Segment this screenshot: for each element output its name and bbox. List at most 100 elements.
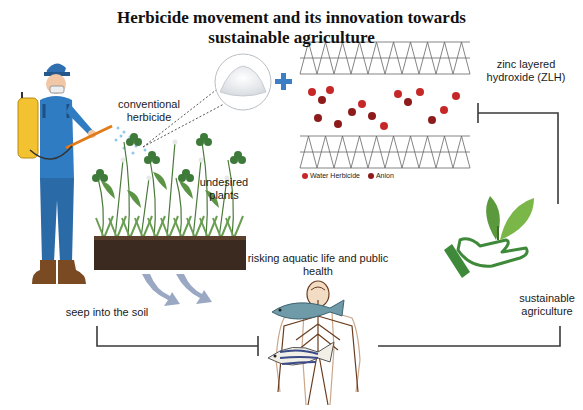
farmer-figure [21, 92, 23, 98]
zlh-structure [385, 42, 402, 74]
zebrafish [280, 350, 318, 364]
weed-plants [141, 178, 149, 238]
zlh-structure [453, 136, 470, 168]
inhibition-lines [378, 326, 560, 346]
herbicide-anions [348, 108, 356, 116]
spray-droplets [115, 139, 118, 142]
fish [272, 300, 344, 319]
weed-plants [200, 133, 208, 141]
weed-plants [96, 169, 104, 177]
farmer-figure [40, 178, 74, 262]
legend-item: Anion [368, 172, 394, 180]
zlh-structure [402, 136, 419, 168]
weed-plants [121, 158, 126, 163]
weed-plants [179, 181, 193, 199]
sustainable-hand [444, 244, 470, 278]
zebrafish [274, 355, 277, 358]
farmer-figure [58, 260, 86, 284]
zlh-structure [436, 42, 453, 74]
zlh-structure [300, 58, 470, 59]
herbicide-anions [308, 86, 460, 130]
caption-label: seep into the soil [52, 306, 162, 319]
zlh-structure [419, 42, 436, 74]
herbicide-powder [220, 66, 266, 96]
herbicide-anions [318, 96, 326, 104]
soil-block [94, 236, 246, 240]
zlh-structure [300, 136, 317, 168]
herbicide-anions [358, 100, 366, 108]
legend-swatch [368, 173, 374, 179]
weed-plants [153, 172, 167, 190]
sustainable-hand [444, 196, 534, 278]
herbicide-anions [314, 114, 322, 122]
inhibition-lines [97, 103, 560, 356]
caption-label: sustainable agriculture [514, 292, 580, 318]
spray-droplets [117, 127, 120, 130]
plus-sign [275, 73, 292, 90]
weed-plants [199, 158, 204, 163]
zlh-structure [385, 136, 402, 168]
spray-droplets [144, 149, 147, 152]
soil-block [94, 238, 246, 270]
weed-plants [173, 140, 178, 145]
sustainable-hand [458, 239, 527, 266]
herbicide-anions [416, 88, 424, 96]
sustainable-hand [497, 226, 499, 240]
herbicide-powder [215, 54, 271, 110]
herbicide-anions [368, 112, 376, 120]
spray-droplets [132, 152, 135, 155]
zebrafish [268, 342, 334, 365]
weed-plants [167, 142, 175, 238]
plus-sign [281, 73, 286, 90]
herbicide-powder [215, 54, 271, 110]
zlh-structure [334, 136, 351, 168]
seep-arrows [142, 274, 180, 306]
weed-plants [226, 216, 243, 238]
spray-droplets [120, 135, 123, 138]
legend-text: Water Herbicide [310, 172, 360, 180]
weed-plants [147, 176, 152, 181]
zlh-structure [436, 136, 453, 168]
fish [279, 309, 282, 312]
farmer-figure [18, 98, 38, 158]
legend-item: Water Herbicide [302, 172, 360, 180]
zlh-structure [351, 136, 368, 168]
weed-plants [234, 151, 242, 159]
zlh-structure [419, 136, 436, 168]
seep-arrows [176, 274, 212, 304]
farmer-figure [66, 126, 112, 148]
inhibition-lines [257, 336, 259, 356]
weed-plants [101, 181, 115, 199]
soil-block [94, 236, 246, 270]
sustainable-hand [486, 196, 500, 240]
inhibition-lines [478, 113, 558, 204]
herbicide-anions [334, 120, 342, 128]
zoom-lines [143, 104, 224, 147]
human-nervous-system [311, 287, 325, 290]
herbicide-anions [326, 86, 334, 94]
legend-swatch [302, 173, 308, 179]
zlh-structure [317, 136, 334, 168]
legend-text: Anion [376, 172, 394, 180]
farmer-figure [46, 74, 66, 94]
herbicide-anions [452, 92, 460, 100]
human-nervous-system [276, 281, 360, 405]
zlh-structure [402, 42, 419, 74]
diagram-title: Herbicide movement and its innovation to… [90, 8, 493, 48]
caption-label: risking aquatic life and public health [240, 252, 396, 278]
seep-arrows [142, 274, 212, 306]
spray-droplets [123, 131, 126, 134]
herbicide-anions [394, 90, 402, 98]
herbicide-anions [380, 122, 388, 130]
zebrafish [268, 342, 334, 365]
sustainable-hand [500, 198, 534, 240]
caption-label: undesired plants [196, 176, 252, 202]
zlh-structure [300, 152, 470, 153]
caption-label: zinc layered hydroxide (ZLH) [472, 58, 580, 84]
fish [272, 300, 344, 319]
herbicide-anions [440, 106, 448, 114]
farmer-figure [50, 86, 64, 93]
inhibition-lines [97, 326, 258, 346]
